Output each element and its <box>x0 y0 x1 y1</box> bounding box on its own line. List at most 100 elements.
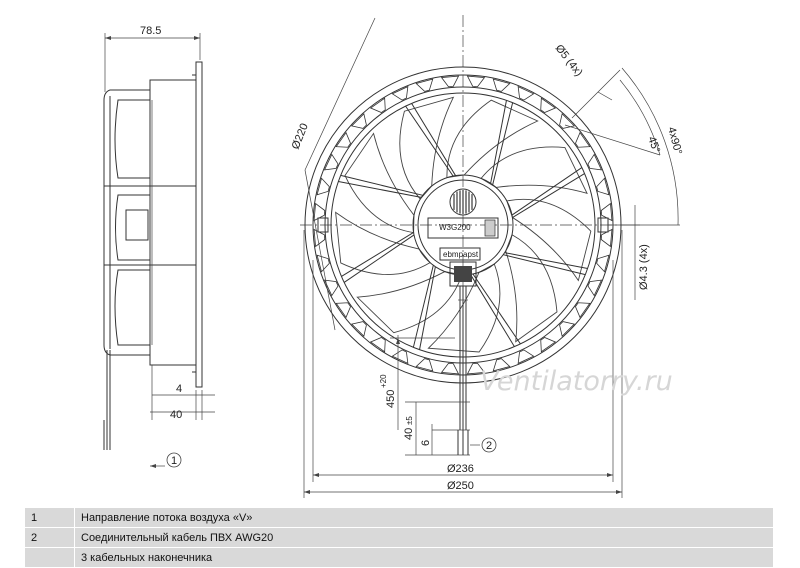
frame-window <box>596 254 610 273</box>
technical-drawing: 78.5 4 40 1 <box>103 15 684 498</box>
dim-d43: Ø4.3 (4x) <box>638 244 650 290</box>
hub-label: W3G200 <box>439 223 471 232</box>
dim-strip-tol: ±5 <box>405 416 414 425</box>
legend-row: 3 кабельных наконечника <box>25 548 773 567</box>
dim-strip-6: 6 <box>420 440 432 446</box>
dim-cable-tol: +20 <box>379 374 388 388</box>
frame-window <box>440 362 460 375</box>
frame-window <box>415 358 434 372</box>
blade <box>356 271 463 334</box>
strut <box>412 265 434 348</box>
frame-window <box>540 97 557 113</box>
frame-window <box>466 362 486 375</box>
frame-window <box>600 202 613 222</box>
frame-windows <box>313 75 613 375</box>
strut <box>492 102 514 185</box>
strut <box>338 181 422 198</box>
dim-side-4: 4 <box>176 383 182 395</box>
fan-blades <box>335 96 592 353</box>
dim-d220: Ø220 <box>290 122 311 151</box>
legend-num: 1 <box>25 508 75 527</box>
front-view: W3G200 ebmpapst Ø220 Ø5 (4x) 45° 4x90° Ø… <box>290 15 684 498</box>
watermark: Ventilatorry.ru <box>480 366 673 397</box>
dim-angle45: 45° <box>645 135 662 155</box>
callout-2-circle <box>481 437 497 453</box>
strut <box>472 273 521 345</box>
dim-d5: Ø5 (4x) <box>553 42 585 78</box>
dim-d236: Ø236 <box>447 463 474 475</box>
callout-1-circle <box>166 452 182 468</box>
frame-window <box>316 177 330 196</box>
strut <box>343 234 415 283</box>
callout-2: 2 <box>486 440 492 452</box>
frame-window <box>575 302 591 319</box>
legend-row: 2 Соединительный кабель ПВХ AWG20 <box>25 528 773 547</box>
dim-d250: Ø250 <box>447 480 474 492</box>
cable-gland <box>454 266 472 282</box>
frame-window <box>316 254 330 273</box>
strut <box>340 174 423 196</box>
frame-window <box>575 131 591 148</box>
blade <box>427 263 501 353</box>
strut <box>503 254 586 276</box>
frame-window <box>335 302 351 319</box>
mount-hole-left <box>317 217 329 233</box>
strut <box>405 105 454 177</box>
frame-window <box>600 228 613 248</box>
frame-window <box>369 97 386 113</box>
frame-window <box>350 112 367 129</box>
frame-window <box>335 131 351 148</box>
frame-window <box>492 358 511 372</box>
dim-strip-40: 40 <box>403 428 415 440</box>
blade <box>506 198 592 282</box>
frame-window <box>517 85 535 101</box>
fan-struts <box>338 100 588 350</box>
dim-cable-len: 450 <box>385 390 397 408</box>
frame-window <box>391 85 409 101</box>
side-view: 78.5 4 40 1 <box>103 25 215 468</box>
legend-text: Направление потока воздуха «V» <box>81 511 253 524</box>
strut <box>341 232 414 277</box>
strut <box>512 173 585 218</box>
legend-num <box>25 548 75 567</box>
legend-row: 1 Направление потока воздуха «V» <box>25 508 773 527</box>
strut <box>419 266 436 350</box>
frame-window <box>313 228 326 248</box>
frame-window <box>587 153 603 171</box>
frame-window <box>440 75 460 88</box>
dim-side-40: 40 <box>170 409 182 421</box>
legend-table: 1 Направление потока воздуха «V» 2 Соеди… <box>25 508 773 568</box>
dim-side-width: 78.5 <box>140 25 161 37</box>
frame-window <box>391 349 409 365</box>
legend-num: 2 <box>25 528 75 547</box>
blade <box>446 99 539 179</box>
strut <box>504 252 588 269</box>
legend-text: 3 кабельных наконечника <box>81 551 213 564</box>
strut <box>470 274 515 347</box>
frame-window <box>517 349 535 365</box>
frame-window <box>492 78 511 92</box>
frame-window <box>323 153 339 171</box>
strut <box>490 100 507 184</box>
frame-window <box>587 279 603 297</box>
frame-window <box>415 78 434 92</box>
frame-window <box>369 337 386 353</box>
frame-window <box>559 112 576 129</box>
hub-brand: ebmpapst <box>443 250 479 259</box>
legend-text: Соединительный кабель ПВХ AWG20 <box>81 531 274 544</box>
frame-window <box>559 321 576 338</box>
blade <box>335 211 431 275</box>
strut <box>511 167 583 216</box>
frame-window <box>540 337 557 353</box>
frame-window <box>596 177 610 196</box>
frame-window <box>313 202 326 222</box>
callout-1: 1 <box>171 455 177 467</box>
strut <box>411 103 456 176</box>
blade <box>344 132 415 234</box>
frame-window <box>350 321 367 338</box>
blade <box>480 146 588 195</box>
blade <box>505 234 558 343</box>
blade <box>399 96 455 200</box>
frame-window <box>323 279 339 297</box>
frame-window <box>466 75 486 88</box>
